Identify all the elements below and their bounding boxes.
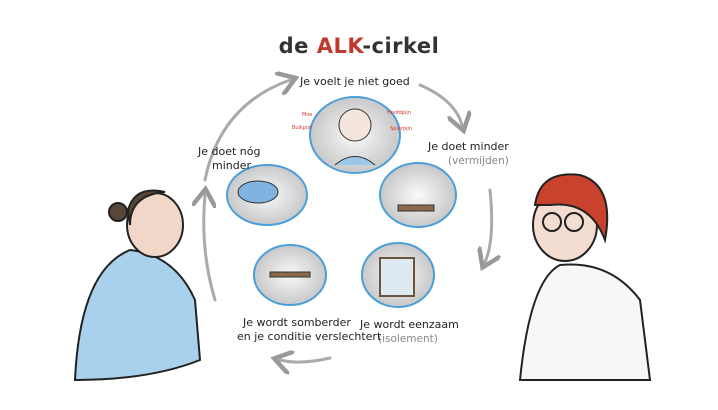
step-gloomier: Je wordt somberder <box>243 316 351 329</box>
step-do-even-less-2: minder <box>212 159 252 172</box>
arrow-bottom <box>280 358 332 362</box>
step-gloomier-2: en je conditie verslechtert <box>237 330 382 343</box>
cloud-bottom-left <box>253 244 327 306</box>
person-right <box>518 173 652 381</box>
cycle-arrows <box>204 80 492 362</box>
arrow-right <box>485 188 492 262</box>
step-lonely-sub: (isolement) <box>378 333 438 345</box>
cloud-right <box>379 162 457 228</box>
step-lonely: Je wordt eenzaam <box>360 318 459 331</box>
arrow-left <box>204 195 215 302</box>
title-accent: ALK <box>316 34 363 58</box>
arrow-top-right <box>418 83 462 125</box>
step-do-less-sub: (vermijden) <box>448 155 509 167</box>
symptom-label: Buikpijn <box>292 125 313 131</box>
cloud-top <box>309 96 401 174</box>
symptom-label: Moe <box>302 112 313 118</box>
title-suffix: -cirkel <box>362 34 440 58</box>
title-prefix: de <box>278 34 317 58</box>
symptom-label: Spierpijn <box>390 126 412 132</box>
step-feel-unwell: Je voelt je niet goed <box>300 75 410 88</box>
symptom-label: Hoofdpijn <box>387 110 411 116</box>
step-do-less: Je doet minder <box>428 140 509 153</box>
cloud-left <box>226 164 308 226</box>
cloud-bottom-right <box>361 242 435 308</box>
step-do-even-less: Je doet nóg <box>198 145 261 158</box>
arrow-top-left <box>203 80 290 182</box>
page-title: de ALK-cirkel <box>0 34 718 58</box>
person-left <box>73 189 202 382</box>
